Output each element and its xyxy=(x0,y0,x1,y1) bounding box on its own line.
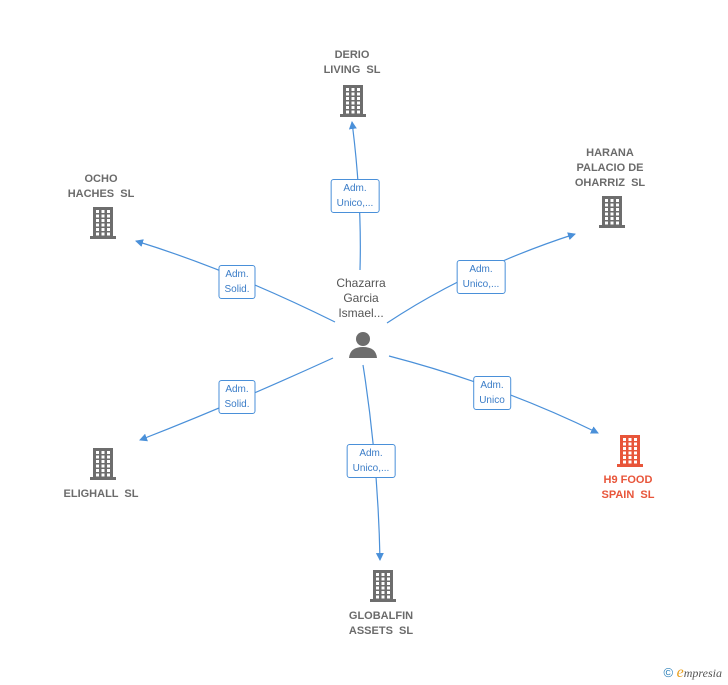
edge-label-ocho[interactable]: Adm. Solid. xyxy=(218,265,256,299)
building-icon[interactable] xyxy=(599,196,625,228)
edge-label-globalfin[interactable]: Adm. Unico,... xyxy=(346,444,396,478)
edge-label-line: Unico xyxy=(479,395,505,406)
edge-label-line: Unico,... xyxy=(336,198,374,209)
brand-logo-text[interactable]: mpresia xyxy=(683,666,722,680)
edge-label-line: Adm. xyxy=(225,384,249,395)
building-icon[interactable] xyxy=(90,448,116,480)
company-label-derio[interactable]: DERIO LIVING SL xyxy=(324,48,381,78)
edge-label-line: Adm. xyxy=(359,448,383,459)
edge-label-line: Unico,... xyxy=(352,463,390,474)
company-label-harana[interactable]: HARANA PALACIO DE OHARRIZ SL xyxy=(575,146,645,191)
company-label-line: HACHES SL xyxy=(67,188,135,200)
copyright-symbol: © xyxy=(663,665,674,680)
edge-label-line: Adm. xyxy=(480,380,504,391)
company-label-h9[interactable]: H9 FOOD SPAIN SL xyxy=(602,473,655,503)
company-label-elighall[interactable]: ELIGHALL SL xyxy=(64,487,139,502)
building-icon[interactable] xyxy=(90,207,116,239)
company-label-line: LIVING SL xyxy=(323,64,381,76)
company-label-ocho[interactable]: OCHO HACHES SL xyxy=(68,172,135,202)
edge-label-line: Solid. xyxy=(224,399,250,410)
edge-label-line: Unico,... xyxy=(462,279,500,290)
person-icon[interactable] xyxy=(349,332,377,358)
footer-credit: © empresia xyxy=(663,664,722,682)
brand-logo-initial: e xyxy=(676,664,684,681)
company-label-line: H9 FOOD xyxy=(603,474,653,486)
building-icon[interactable] xyxy=(340,85,366,117)
company-label-line: DERIO xyxy=(334,49,370,61)
building-icon[interactable] xyxy=(617,435,643,467)
icons-layer xyxy=(90,85,643,602)
company-label-globalfin[interactable]: GLOBALFIN ASSETS SL xyxy=(349,609,413,639)
edge-label-line: Adm. xyxy=(343,183,367,194)
company-label-line: ELIGHALL SL xyxy=(63,488,139,500)
person-name-line: Chazarra xyxy=(336,276,386,290)
edge-label-line: Adm. xyxy=(469,264,493,275)
company-label-line: PALACIO DE xyxy=(576,162,644,174)
building-icon[interactable] xyxy=(370,570,396,602)
company-label-line: GLOBALFIN xyxy=(348,610,414,622)
company-label-line: ASSETS SL xyxy=(348,625,414,637)
edge-label-line: Solid. xyxy=(224,284,250,295)
edge-label-elighall[interactable]: Adm. Solid. xyxy=(218,380,256,414)
company-label-line: HARANA xyxy=(586,147,634,159)
company-label-line: SPAIN SL xyxy=(601,489,655,501)
edge-label-derio[interactable]: Adm. Unico,... xyxy=(330,179,380,213)
person-name-line: Garcia xyxy=(343,291,379,305)
company-label-line: OHARRIZ SL xyxy=(574,177,646,189)
company-label-line: OCHO xyxy=(84,173,118,185)
edge-label-line: Adm. xyxy=(225,269,249,280)
person-name-line: Ismael... xyxy=(338,306,384,320)
edge-label-h9[interactable]: Adm. Unico xyxy=(473,376,511,410)
edge-label-harana[interactable]: Adm. Unico,... xyxy=(456,260,506,294)
